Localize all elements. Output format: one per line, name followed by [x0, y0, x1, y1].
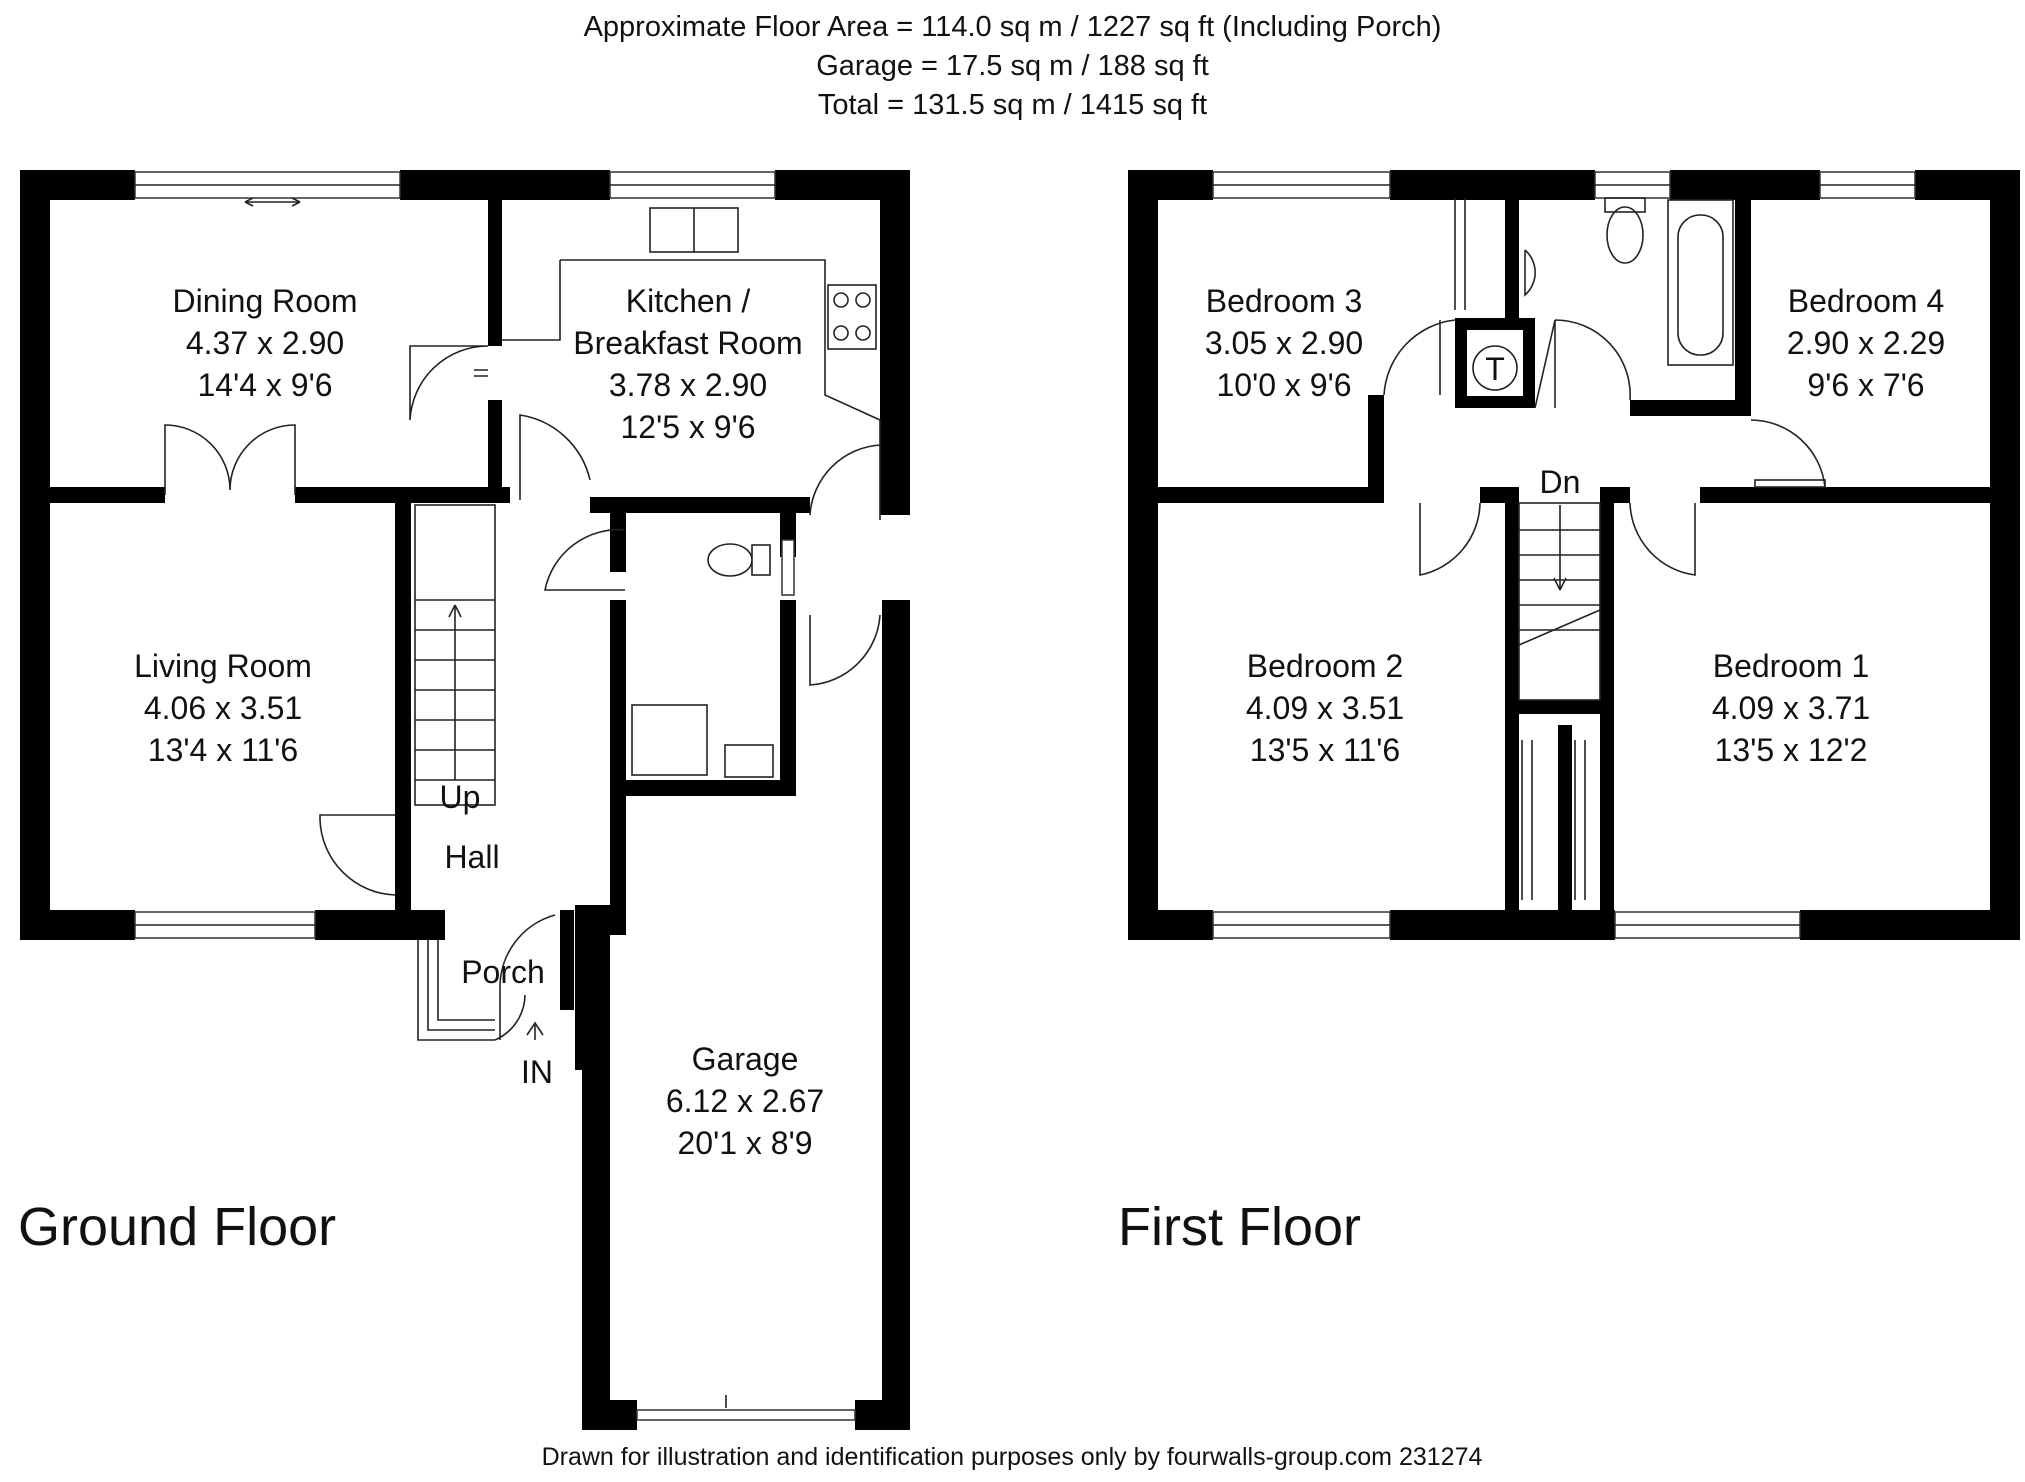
wall: [1505, 700, 1614, 714]
room-size-metric-kitchen: 3.78 x 2.90: [609, 367, 767, 403]
room-name-bedroom2: Bedroom 2: [1247, 648, 1404, 684]
basin: [1524, 249, 1536, 297]
room-size-imperial-garage: 20'1 x 8'9: [678, 1125, 813, 1161]
shower: [631, 704, 708, 776]
wall: [488, 198, 502, 346]
room-size-metric-garage: 6.12 x 2.67: [666, 1083, 824, 1119]
wall: [1990, 170, 2020, 940]
area-line-garage: Garage = 17.5 sq m / 188 sq ft: [816, 50, 1209, 82]
room-size-metric-bedroom2: 4.09 x 3.51: [1246, 690, 1404, 726]
wall: [610, 600, 626, 935]
wall: [780, 600, 796, 795]
room-size-imperial-bedroom3: 10'0 x 9'6: [1217, 367, 1352, 403]
wall: [1368, 395, 1384, 503]
tank-label: T: [1485, 351, 1505, 387]
wall: [1700, 487, 2020, 503]
wall: [1128, 170, 1158, 940]
room-size-imperial-kitchen: 12'5 x 9'6: [621, 409, 756, 445]
room-size-metric-bedroom1: 4.09 x 3.71: [1712, 690, 1870, 726]
wall: [1455, 318, 1467, 408]
stairs-up-label: Up: [440, 779, 481, 815]
wall: [1455, 318, 1535, 330]
wall: [1600, 712, 1614, 940]
wall: [610, 780, 796, 796]
entrance-label: IN: [521, 1054, 553, 1090]
wall: [395, 815, 411, 910]
wall: [882, 600, 910, 1430]
wall: [1505, 198, 1519, 318]
stairs: [414, 504, 496, 806]
garage-door: [636, 1409, 856, 1421]
wall: [610, 497, 626, 572]
hob: [827, 284, 877, 350]
wall: [1128, 487, 1368, 503]
wall: [1523, 318, 1535, 408]
room-size-imperial-living: 13'4 x 11'6: [148, 732, 298, 768]
wall: [1390, 910, 1615, 940]
wall: [880, 170, 910, 515]
room-size-imperial-bedroom1: 13'5 x 12'2: [1715, 732, 1868, 768]
wall: [20, 910, 135, 940]
room-name-living: Living Room: [134, 648, 312, 684]
wall: [488, 400, 502, 500]
wall: [400, 170, 610, 200]
room-name-bedroom4: Bedroom 4: [1788, 283, 1945, 319]
disclaimer-footer: Drawn for illustration and identificatio…: [542, 1443, 1483, 1471]
wall: [1128, 910, 1213, 940]
room-size-metric-living: 4.06 x 3.51: [144, 690, 302, 726]
wall: [295, 487, 510, 503]
room-name-kitchen-line2: Breakfast Room: [573, 325, 802, 361]
wall: [1505, 487, 1519, 712]
wall: [20, 170, 50, 940]
ground-floor-title: Ground Floor: [18, 1197, 336, 1257]
wall: [1630, 400, 1750, 416]
room-name-bedroom1: Bedroom 1: [1713, 648, 1870, 684]
room-size-metric-bedroom3: 3.05 x 2.90: [1205, 325, 1363, 361]
area-line-total: Total = 131.5 sq m / 1415 sq ft: [817, 89, 1208, 121]
stair-treads: [1518, 505, 1601, 646]
wall: [395, 500, 411, 815]
room-size-metric-bedroom4: 2.90 x 2.29: [1787, 325, 1945, 361]
room-name-dining: Dining Room: [173, 283, 358, 319]
wall: [1800, 910, 2020, 940]
area-summary: Approximate Floor Area = 114.0 sq m / 12…: [0, 8, 2025, 125]
wall: [855, 1400, 910, 1430]
toilet: [1606, 206, 1644, 264]
wall: [1455, 396, 1535, 408]
first-floor-title: First Floor: [1118, 1197, 1361, 1257]
room-size-imperial-dining: 14'4 x 9'6: [198, 367, 333, 403]
stairs: [1518, 502, 1601, 701]
area-line-total-floor: Approximate Floor Area = 114.0 sq m / 12…: [583, 11, 1442, 43]
room-name-hall: Hall: [444, 839, 499, 875]
wall: [1558, 725, 1572, 940]
basin: [724, 744, 774, 778]
wall: [1670, 170, 1820, 200]
wall: [1600, 487, 1614, 712]
wall: [560, 910, 574, 1010]
wall: [1390, 170, 1595, 200]
wall: [1505, 712, 1519, 940]
stairs-down-label: Dn: [1540, 464, 1581, 500]
bath: [1667, 199, 1734, 366]
wall: [20, 487, 165, 503]
wall: [582, 905, 610, 1430]
room-name-bedroom3: Bedroom 3: [1206, 283, 1363, 319]
room-size-metric-dining: 4.37 x 2.90: [186, 325, 344, 361]
room-name-porch: Porch: [461, 954, 545, 990]
room-name-kitchen: Kitchen /: [626, 283, 751, 319]
stair-treads: [415, 599, 495, 781]
ground-floor-plan: Dining Room 4.37 x 2.90 14'4 x 9'6 Kitch…: [18, 170, 910, 1430]
wall: [590, 497, 810, 513]
wall: [315, 910, 445, 940]
first-floor-plan: T: [1118, 170, 2020, 1257]
room-name-garage: Garage: [692, 1041, 799, 1077]
water-tank: [1472, 345, 1518, 391]
wall: [1735, 198, 1751, 416]
wall: [582, 1400, 637, 1430]
room-size-imperial-bedroom4: 9'6 x 7'6: [1807, 367, 1924, 403]
room-size-imperial-bedroom2: 13'5 x 11'6: [1250, 732, 1400, 768]
toilet: [707, 543, 753, 577]
